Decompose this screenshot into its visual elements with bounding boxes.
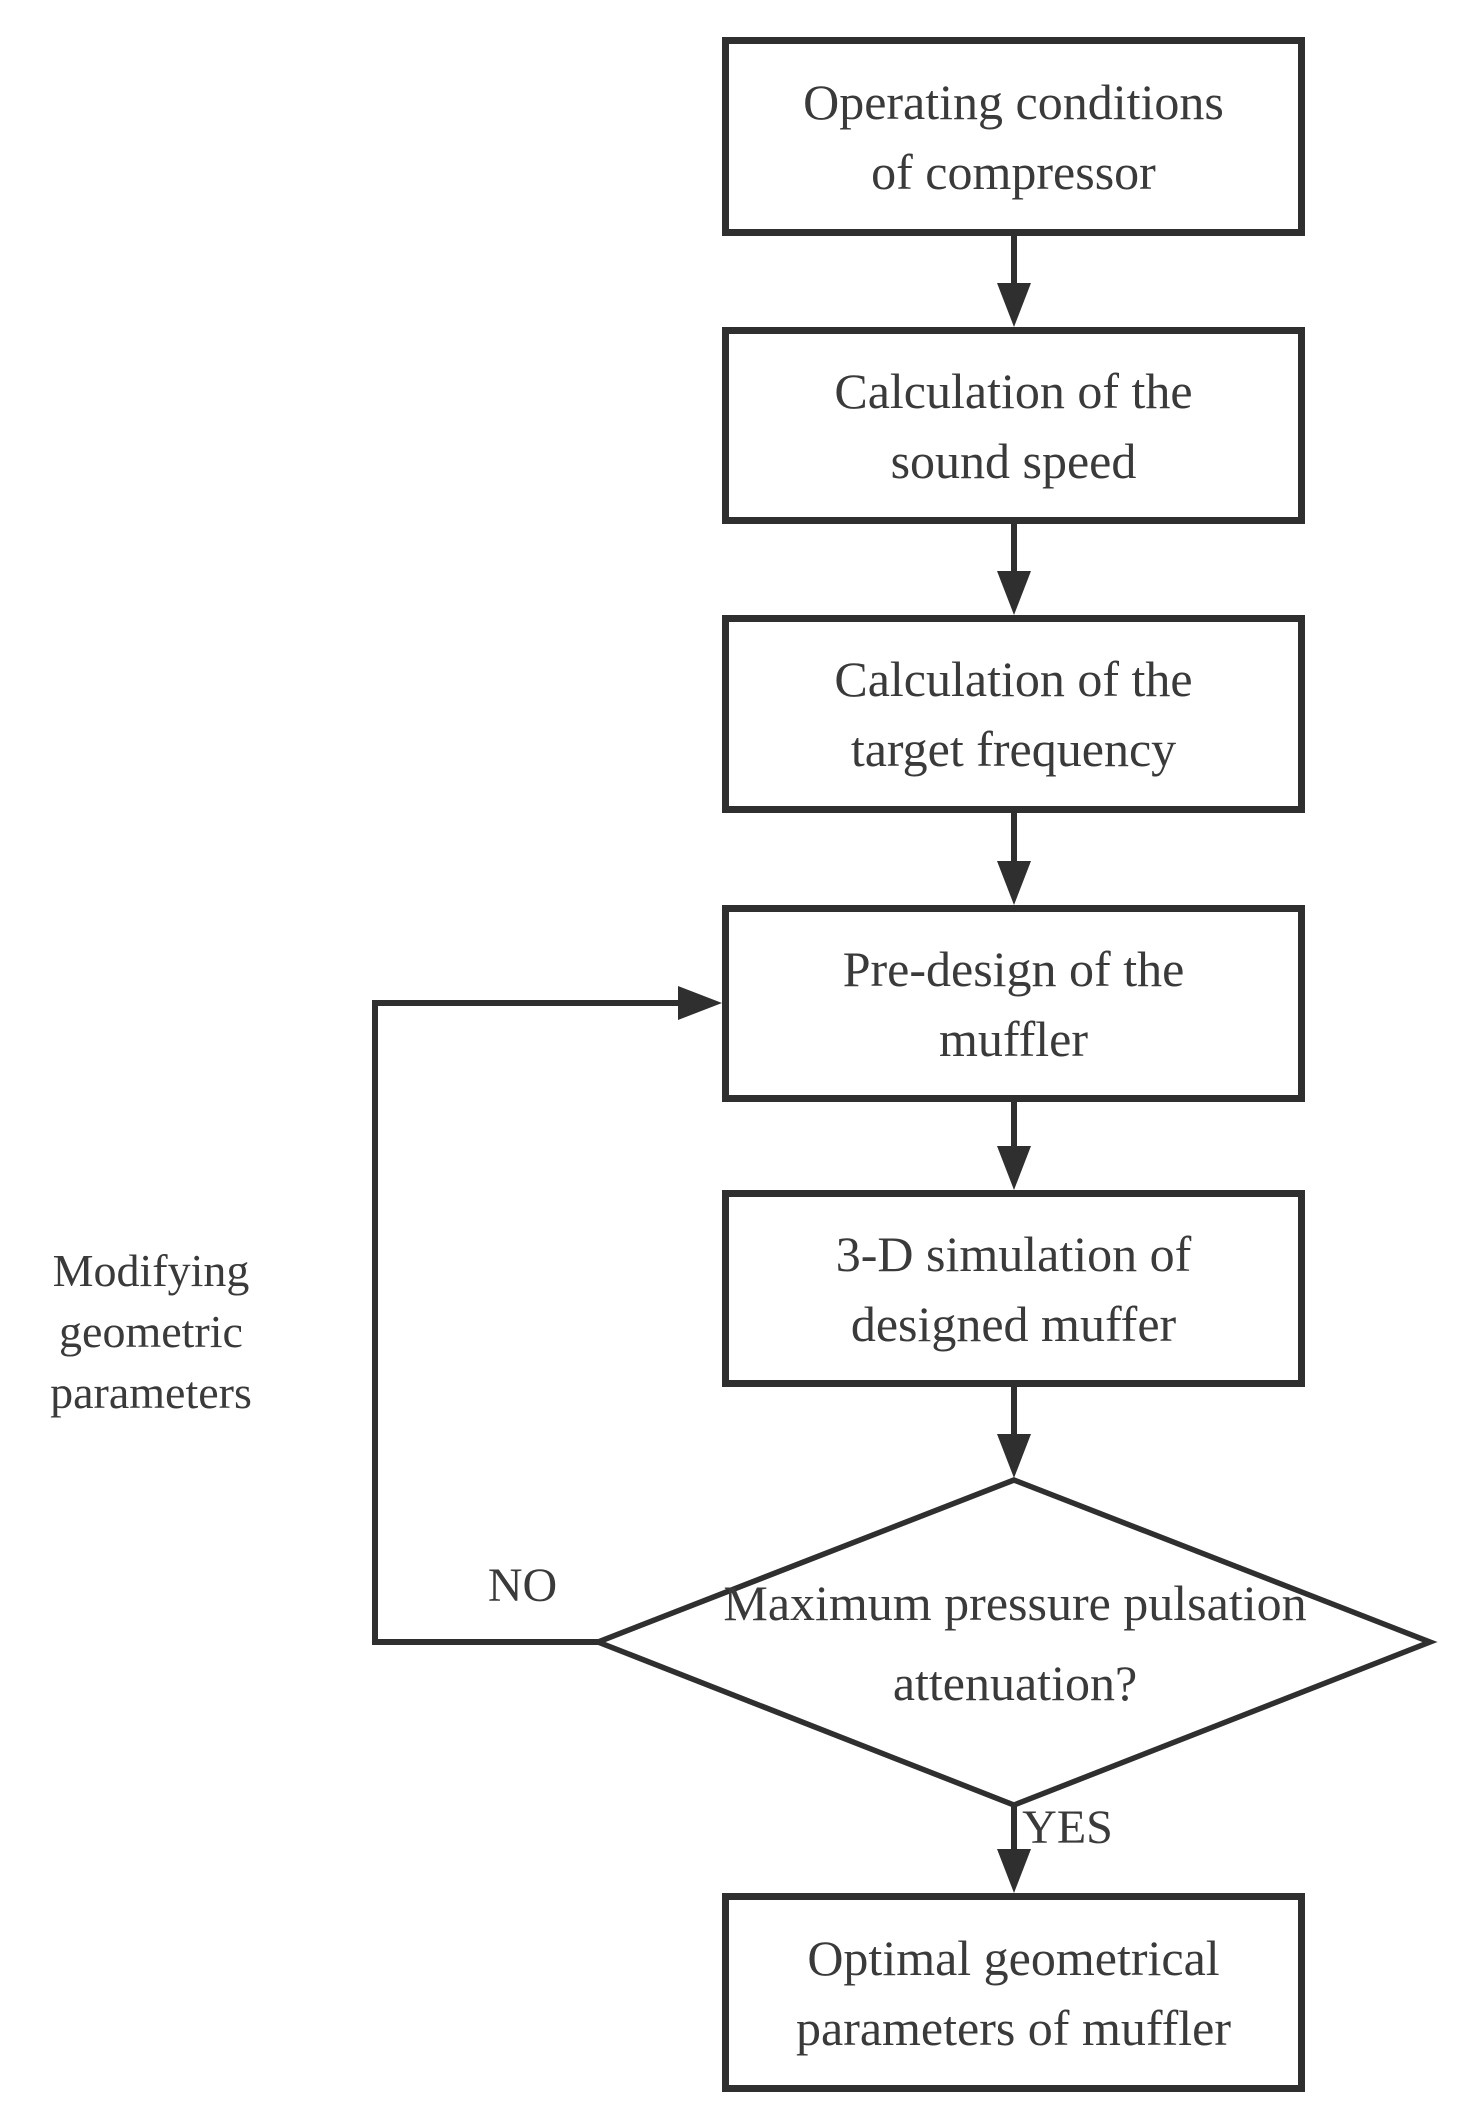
node-pre-design: Pre-design of the muffler — [722, 905, 1305, 1102]
node-simulation: 3-D simulation of designed muffer — [722, 1190, 1305, 1387]
node-label: Optimal geometrical parameters of muffle… — [796, 1929, 1231, 2056]
arrow-simulation-to-decision — [997, 1383, 1031, 1478]
arrowhead-icon — [997, 1849, 1031, 1893]
decision-diamond-shape — [590, 1477, 1438, 1808]
node-decision: Maximum pressure pulsation attenuation? — [570, 1480, 1460, 1805]
arrow-frequency-to-predesign — [997, 809, 1031, 905]
arrowhead-icon — [997, 1434, 1031, 1478]
edge-label-no: NO — [487, 1559, 558, 1612]
node-sound-speed: Calculation of the sound speed — [722, 327, 1305, 524]
arrowhead-icon — [997, 283, 1031, 327]
node-label: Calculation of the sound speed — [834, 362, 1193, 489]
arrow-operating-to-soundspeed — [997, 231, 1031, 327]
node-label: 3-D simulation of designed muffer — [835, 1225, 1192, 1352]
side-note-modifying-parameters: Modifying geometric parameters — [50, 1245, 252, 1418]
node-label: Pre-design of the muffler — [842, 940, 1185, 1067]
arrowhead-icon — [997, 571, 1031, 615]
node-operating-conditions: Operating conditions of compressor — [722, 37, 1305, 236]
no-loop-path — [372, 986, 722, 1645]
arrowhead-icon — [997, 1146, 1031, 1190]
arrowhead-icon — [678, 986, 722, 1020]
node-label: Operating conditions of compressor — [803, 73, 1224, 200]
arrowhead-icon — [997, 861, 1031, 905]
node-label: Maximum pressure pulsation attenuation? — [723, 1574, 1307, 1711]
edge-label-yes: YES — [1022, 1801, 1113, 1854]
node-label: Calculation of the target frequency — [834, 651, 1193, 777]
node-optimal-parameters: Optimal geometrical parameters of muffle… — [722, 1893, 1305, 2092]
arrow-decision-to-optimal — [997, 1801, 1031, 1893]
arrow-soundspeed-to-frequency — [997, 519, 1031, 615]
node-target-frequency: Calculation of the target frequency — [722, 615, 1305, 813]
arrow-predesign-to-simulation — [997, 1098, 1031, 1190]
